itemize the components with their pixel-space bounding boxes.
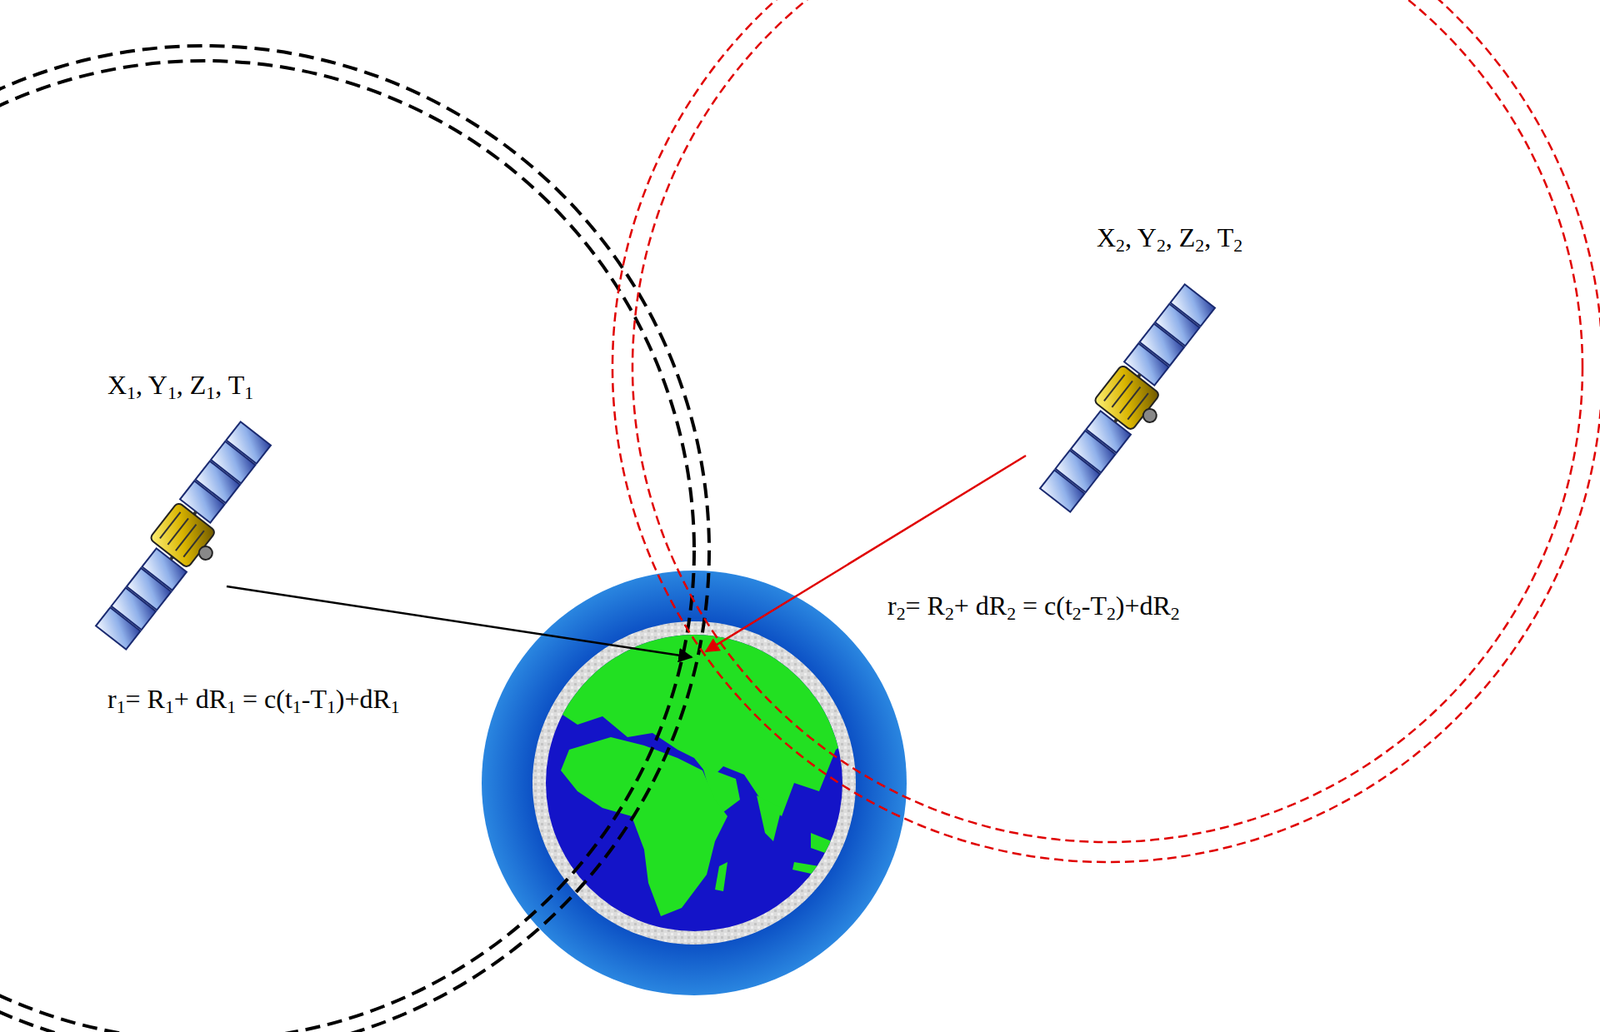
range-line: [705, 455, 1026, 652]
subscript: 1: [390, 697, 400, 718]
subscript: 2: [945, 604, 955, 625]
text-run: X: [1096, 222, 1116, 253]
text-run: )+dR: [1115, 590, 1171, 621]
subscript: 1: [205, 383, 215, 404]
satellite-coordinates: X2, Y2, Z2, T2: [1096, 221, 1243, 254]
range-equation: r2= R2+ dR2 = c(t2-T2)+dR2: [887, 590, 1180, 622]
text-run: , Z: [1165, 222, 1196, 253]
subscript: 2: [1195, 235, 1205, 256]
text-run: = R: [125, 684, 165, 715]
subscript: 2: [1156, 235, 1166, 256]
subscript: 1: [326, 697, 336, 718]
subscript: 1: [226, 697, 236, 718]
text-run: , Y: [1125, 222, 1157, 253]
text-run: r: [887, 590, 897, 621]
text-run: )+dR: [335, 684, 391, 715]
subscript: 1: [167, 383, 177, 404]
subscript: 1: [292, 697, 302, 718]
subscript: 2: [1233, 235, 1243, 256]
satellite: [86, 421, 288, 656]
subscript: 2: [1115, 235, 1125, 256]
text-run: = R: [905, 590, 945, 621]
text-run: , T: [215, 370, 245, 400]
range-equation: r1= R1+ dR1 = c(t1-T1)+dR1: [107, 683, 441, 715]
text-run: , Y: [135, 370, 168, 400]
subscript: 1: [116, 697, 126, 718]
range-line: [226, 586, 692, 658]
range-circles-2: [612, 0, 1600, 863]
subscript: 1: [244, 383, 254, 404]
text-run: , Z: [176, 370, 207, 400]
text-run: , T: [1204, 222, 1234, 253]
text-run: = c(t: [1015, 590, 1073, 621]
subscript: 1: [165, 697, 175, 718]
subscript: 2: [1170, 604, 1180, 625]
satellite-coordinates: X1, Y1, Z1, T1: [107, 369, 254, 401]
subscript: 2: [896, 604, 906, 625]
text-run: -T: [301, 684, 327, 715]
subscript: 2: [1106, 604, 1116, 625]
text-run: + dR: [174, 684, 227, 715]
subscript: 2: [1072, 604, 1082, 625]
text-run: = c(t: [235, 684, 293, 715]
text-run: r: [107, 684, 117, 715]
text-run: + dR: [954, 590, 1007, 621]
subscript: 2: [1006, 604, 1016, 625]
text-run: X: [107, 370, 127, 400]
satellite: [1030, 284, 1232, 519]
range-circles-1: [0, 45, 710, 1032]
subscript: 1: [126, 383, 136, 404]
text-run: -T: [1081, 590, 1107, 621]
